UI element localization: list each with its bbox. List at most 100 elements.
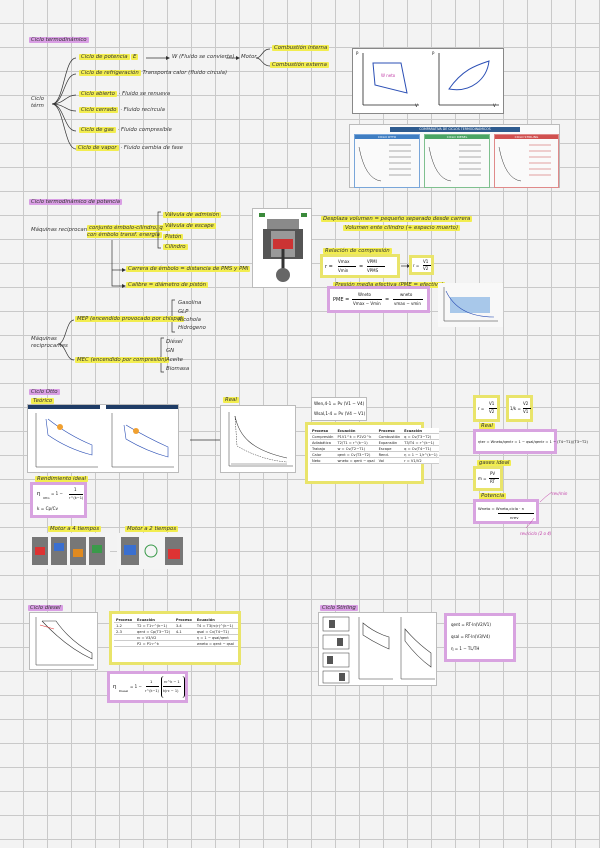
w-out: Wsal,1-4 = Pv (V4 − V1): [314, 411, 366, 416]
branch-potencia: Ciclo de potencia: [79, 54, 130, 60]
table-cell: rc = V3/V2: [135, 634, 174, 641]
table-cell: [173, 634, 195, 641]
pv-axis-p: P: [356, 51, 359, 56]
motor2-label: Motor a 2 tiempos: [125, 526, 179, 532]
pv-diagram: [362, 53, 499, 106]
table-cell: 3-4: [173, 622, 195, 629]
table-cell: Ecuación: [135, 617, 174, 623]
table-cell: r = V1/V2: [402, 457, 440, 464]
sec3-title: Ciclo Otto: [29, 389, 60, 395]
teorico-label: Teórico: [31, 398, 55, 404]
sec1-brackets: [51, 48, 271, 150]
otto-real-chart: [220, 405, 296, 473]
ann-rev-min: rev/min: [552, 491, 568, 496]
pot-box: Wneto = Wneto,ciclo · n nrev: [473, 499, 539, 524]
branch-abierto: Ciclo abierto · Fluido se renueva: [79, 91, 171, 97]
table-cell: P2 = P1·r^k: [135, 640, 174, 647]
table-cell: Proceso: [376, 428, 403, 434]
table-cell: 2-3: [114, 628, 136, 635]
table-cell: η = 1 − 1/r^(k−1): [402, 451, 440, 458]
mep-item-1: GLP: [178, 309, 189, 315]
k-box: 1/k = V2 V1: [506, 395, 533, 422]
table-cell: P1V1^k = P2V2^k: [335, 433, 377, 440]
motors-root: Máquinas reciprocantes: [31, 336, 68, 349]
real-title: Real: [479, 423, 495, 429]
pv-diagram-card: P V W neto P V: [352, 48, 504, 114]
motor2-image: [117, 533, 191, 569]
table-cell: q = Cv(T3−T2): [402, 433, 440, 440]
work-formula-card: Wen,4-1 = Pv (V1 − V4) Wsal,1-4 = Pv (V4…: [311, 397, 367, 421]
mec-label: MEC (encendido por compresión): [75, 357, 169, 363]
table-cell: 1-2: [114, 622, 136, 629]
pme-title: Presión media efectiva (PME = efectiva): [333, 282, 446, 288]
table-cell: Calor: [310, 451, 336, 458]
table-cell: qent = Cv(T3−T2): [335, 451, 377, 458]
table-cell: w = Cv(T2−T1): [335, 445, 377, 452]
volumes-note2: Volumen ente cilindro (+ espacio muerto): [343, 225, 461, 231]
eta-otto-box: η Otto = 1 − 1 r^(k−1) k = Cp/Cv: [30, 482, 87, 518]
otto-theory-charts: [27, 404, 179, 473]
table-cell: [114, 634, 136, 641]
sec2-title: Ciclo termodinámico de potencia: [29, 199, 123, 205]
diesel-plot: [35, 617, 94, 666]
table-cell: Ecuación: [402, 428, 440, 434]
pme-formula-box: PME = Wneto Vmax − Vmin = wneto vmax − v…: [327, 286, 430, 313]
comparison-card: COMPARATIVA DE CICLOS TERMODINÁMICOS CIC…: [349, 124, 560, 188]
part-piston: Pistón: [163, 234, 184, 240]
mep-item-2: Alcohola: [178, 317, 201, 323]
maquinas-label: Máquinas reciprocantes: [31, 227, 96, 233]
pv-axis-p2: P: [432, 51, 435, 56]
sec1-root: Ciclo térm: [31, 96, 45, 109]
branch-cerrado: Ciclo cerrado · Fluido recircula: [79, 107, 165, 113]
volumes-note: Desplaza volumen = pequeño separado desd…: [321, 216, 473, 222]
mep-item-3: Hidrógeno: [178, 325, 206, 331]
motor-externa: Combustión externa: [270, 62, 329, 68]
table-cell: wneto = qent − qsal: [335, 457, 377, 464]
carrera-note: Carrera de émbolo = distancia de PMS y P…: [126, 266, 251, 272]
mec-item-2: Aceite: [166, 357, 183, 363]
table-cell: Proceso: [114, 617, 136, 623]
ann-arrows: [525, 491, 553, 529]
engine-image: [252, 208, 312, 288]
table-cell: T3/T4 = r^(k−1): [402, 439, 440, 446]
table-cell: Trabajo: [310, 445, 336, 452]
pme-chart: [438, 283, 503, 327]
w-in: Wen,4-1 = Pv (V1 − V4): [314, 401, 365, 406]
eta-diesel-box: η Diesel = 1 − 1 r^(k−1) rc^k − 1 k(rc −…: [107, 671, 188, 703]
diesel-chart: [29, 612, 98, 670]
motor4-image: [30, 533, 110, 569]
r-box: r = V1 V2: [473, 395, 500, 422]
table-cell: T2/T1 = r^(k−1): [335, 439, 377, 446]
table-cell: Neto: [310, 457, 336, 464]
r-formula-box: r = Vmax Vmin = VPMI VPMS: [320, 254, 400, 278]
table-row: P2 = P1·r^k wneto = qent − qsal: [114, 640, 238, 647]
real-label: Real: [223, 397, 239, 403]
part-admision: Válvula de admisión: [163, 212, 222, 218]
mec-item-1: GN: [166, 348, 175, 354]
pv-axis-v2: V: [493, 103, 496, 108]
table-cell: Proceso: [173, 617, 195, 623]
comparison-otto: CICLO OTTO: [354, 134, 420, 188]
branch-gas: Ciclo de gas · Fluido compresible: [79, 127, 172, 133]
mec-item-3: Biomasa: [166, 366, 190, 372]
ann-rev-ciclo: rev/ciclo (2 o 4): [520, 531, 552, 536]
table-cell: Proceso: [310, 428, 336, 434]
table-cell: Rend.: [376, 451, 403, 458]
mep-label: MEP (encendido provocado por chispa): [75, 316, 185, 322]
otto-real-plot: [228, 412, 293, 467]
table-cell: wneto = qent − qsal: [194, 640, 238, 647]
maquinas-note: conjunto émbolo-cilindro, que con émbolo…: [87, 225, 170, 239]
comparison-diesel: CICLO DIESEL: [424, 134, 490, 188]
sec2-brackets: [57, 211, 175, 373]
comparison-title: COMPARATIVA DE CICLOS TERMODINÁMICOS: [390, 127, 520, 132]
table-cell: Ecuación: [194, 617, 238, 623]
